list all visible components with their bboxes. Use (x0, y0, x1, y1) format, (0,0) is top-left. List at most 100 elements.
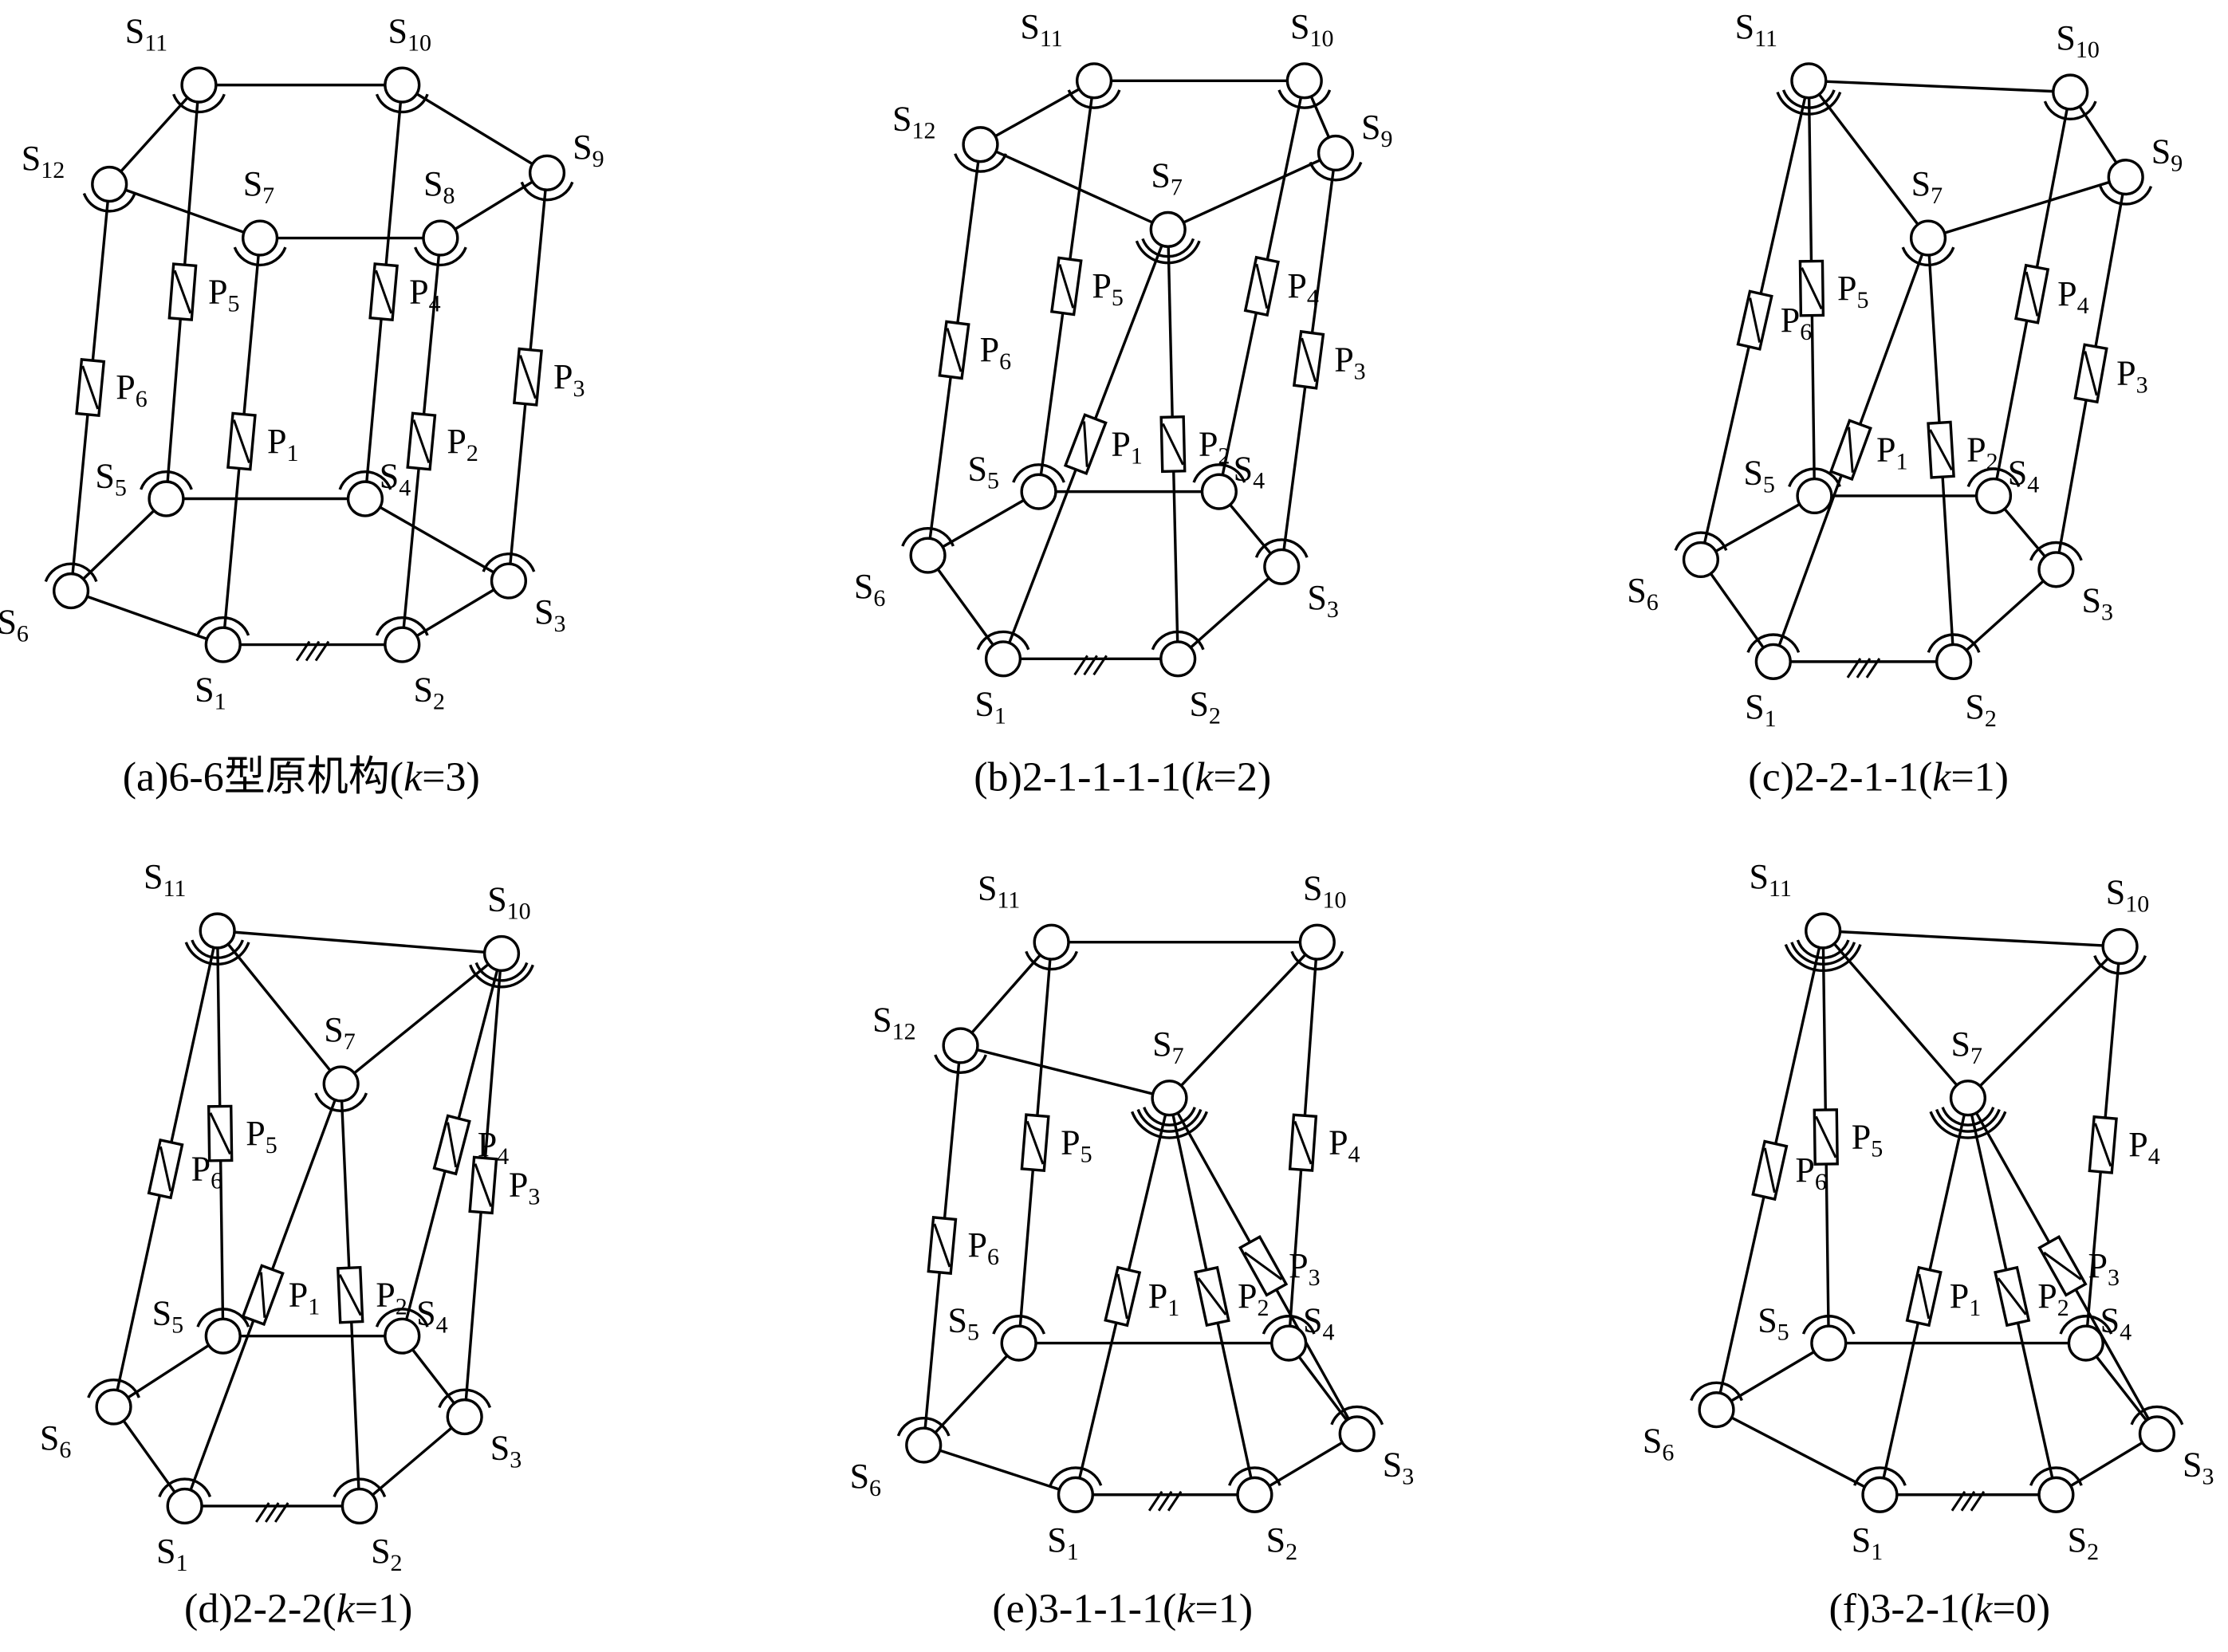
joint-s2-socket (375, 616, 429, 636)
ground-hatch (264, 1502, 280, 1523)
prismatic-joint-p2 (336, 1265, 364, 1324)
spherical-joint-s3 (446, 1398, 483, 1436)
spherical-joint-s9 (528, 154, 566, 191)
joint-s5-socket (992, 1315, 1046, 1335)
joint-s4-socket (375, 1308, 429, 1328)
leg-label-p3: P3 (2116, 353, 2147, 398)
prismatic-joint-p5 (1020, 1113, 1050, 1173)
leg-label-p2: P2 (2037, 1276, 2069, 1321)
joint-s12-socket (934, 1054, 987, 1074)
joint-label-s10: S10 (388, 11, 431, 56)
spherical-joint-s4 (1270, 1324, 1308, 1362)
joint-s5-socket (1801, 1315, 1856, 1335)
joint-label-s2: S2 (2068, 1520, 2099, 1565)
spherical-joint-s7 (242, 219, 279, 257)
joint-s1-socket (1049, 1466, 1103, 1486)
platform-link (1167, 151, 1336, 231)
spherical-joint-s1 (166, 1487, 203, 1525)
spherical-joint-s11 (180, 66, 218, 104)
joint-label-s12: S12 (22, 139, 65, 183)
leg-label-p2: P2 (1238, 1276, 1269, 1321)
platform-link (979, 79, 1095, 146)
prismatic-joint-p2 (1194, 1265, 1230, 1328)
leg-label-p5: P5 (1837, 269, 1868, 313)
prismatic-joint-p5 (1049, 256, 1083, 317)
joint-s5-socket (140, 470, 193, 490)
spherical-joint-s12 (91, 165, 128, 203)
joint-label-s3: S3 (1307, 578, 1338, 623)
joint-label-s4: S4 (1303, 1300, 1334, 1345)
joint-label-s2: S2 (1266, 1520, 1297, 1565)
prismatic-joint-p6 (938, 320, 970, 380)
prismatic-joint-p6 (927, 1216, 958, 1275)
ground-hatch (1846, 658, 1862, 678)
prismatic-joint-p2 (406, 411, 437, 471)
spherical-joint-s7 (1909, 219, 1947, 257)
ground-hatch (1073, 655, 1088, 676)
spherical-joint-s4 (1974, 477, 2013, 515)
platform-link (439, 171, 548, 239)
joint-label-s1: S1 (195, 671, 226, 715)
prismatic-joint-p5 (207, 1104, 234, 1162)
joint-label-s3: S3 (2081, 581, 2112, 626)
joint-s7-socket (233, 246, 287, 267)
spherical-joint-s10 (2101, 927, 2139, 966)
leg-label-p6: P6 (1795, 1150, 1826, 1195)
joint-label-s10: S10 (2056, 18, 2099, 63)
joint-s9-socket (2099, 186, 2153, 206)
spherical-joint-s11 (1790, 62, 1828, 100)
prismatic-joint-p4 (368, 262, 399, 322)
leg-label-p6: P6 (191, 1149, 222, 1194)
joint-s11-socket (1781, 89, 1836, 109)
joint-s4-socket (338, 470, 392, 490)
joint-s10-socket (474, 962, 529, 982)
base-link (922, 1342, 1020, 1446)
joint-label-s6: S6 (1627, 571, 1658, 616)
spherical-joint-s1 (1754, 643, 1792, 680)
spherical-joint-s1 (204, 626, 242, 663)
joint-s10-socket (2043, 100, 2097, 121)
joint-label-s4: S4 (1234, 449, 1265, 494)
platform-link (1821, 930, 1970, 1099)
spherical-joint-s2 (1236, 1476, 1273, 1513)
joint-s4-socket (2059, 1315, 2113, 1335)
joint-s12-socket (82, 192, 136, 213)
base-link (1952, 568, 2057, 663)
leg-label-p4: P4 (2057, 274, 2088, 319)
ground-hatch (1865, 658, 1881, 678)
joint-label-s4: S4 (380, 456, 411, 501)
joint-label-s10: S10 (1303, 868, 1346, 913)
joint-label-s7: S7 (1152, 1025, 1183, 1069)
ground-hatch (1970, 1490, 1986, 1512)
joint-label-s2: S2 (1965, 687, 1996, 732)
platform-link (1168, 941, 1319, 1099)
joint-label-s1: S1 (1047, 1520, 1078, 1565)
prismatic-joint-p4 (2088, 1115, 2118, 1174)
joint-s9-socket (520, 181, 574, 202)
caption-e: (e)3-1-1-1(k=1) (992, 1587, 1253, 1632)
base-link (112, 1335, 224, 1409)
leg-label-p5: P5 (1852, 1117, 1883, 1162)
base-link (1177, 565, 1283, 660)
joint-label-s11: S11 (1020, 7, 1062, 52)
spherical-joint-s6 (95, 1388, 132, 1426)
spherical-joint-s4 (1200, 473, 1238, 510)
joint-s5-socket (1788, 467, 1841, 487)
joint-label-s3: S3 (2183, 1446, 2214, 1490)
platform-link (1966, 945, 2121, 1099)
spherical-joint-s8 (422, 219, 459, 257)
prismatic-joint-p3 (512, 347, 543, 407)
joint-s3-socket (2130, 1405, 2184, 1426)
joint-label-s3: S3 (534, 592, 565, 637)
joint-label-s9: S9 (1361, 108, 1392, 152)
leg-label-p1: P1 (1148, 1276, 1179, 1321)
spherical-joint-s6 (1682, 541, 1720, 579)
platform-link (108, 183, 261, 240)
joint-label-s5: S5 (152, 1294, 183, 1339)
spherical-joint-s6 (909, 537, 947, 574)
spherical-joint-s10 (482, 934, 521, 973)
spherical-joint-s6 (905, 1426, 943, 1464)
